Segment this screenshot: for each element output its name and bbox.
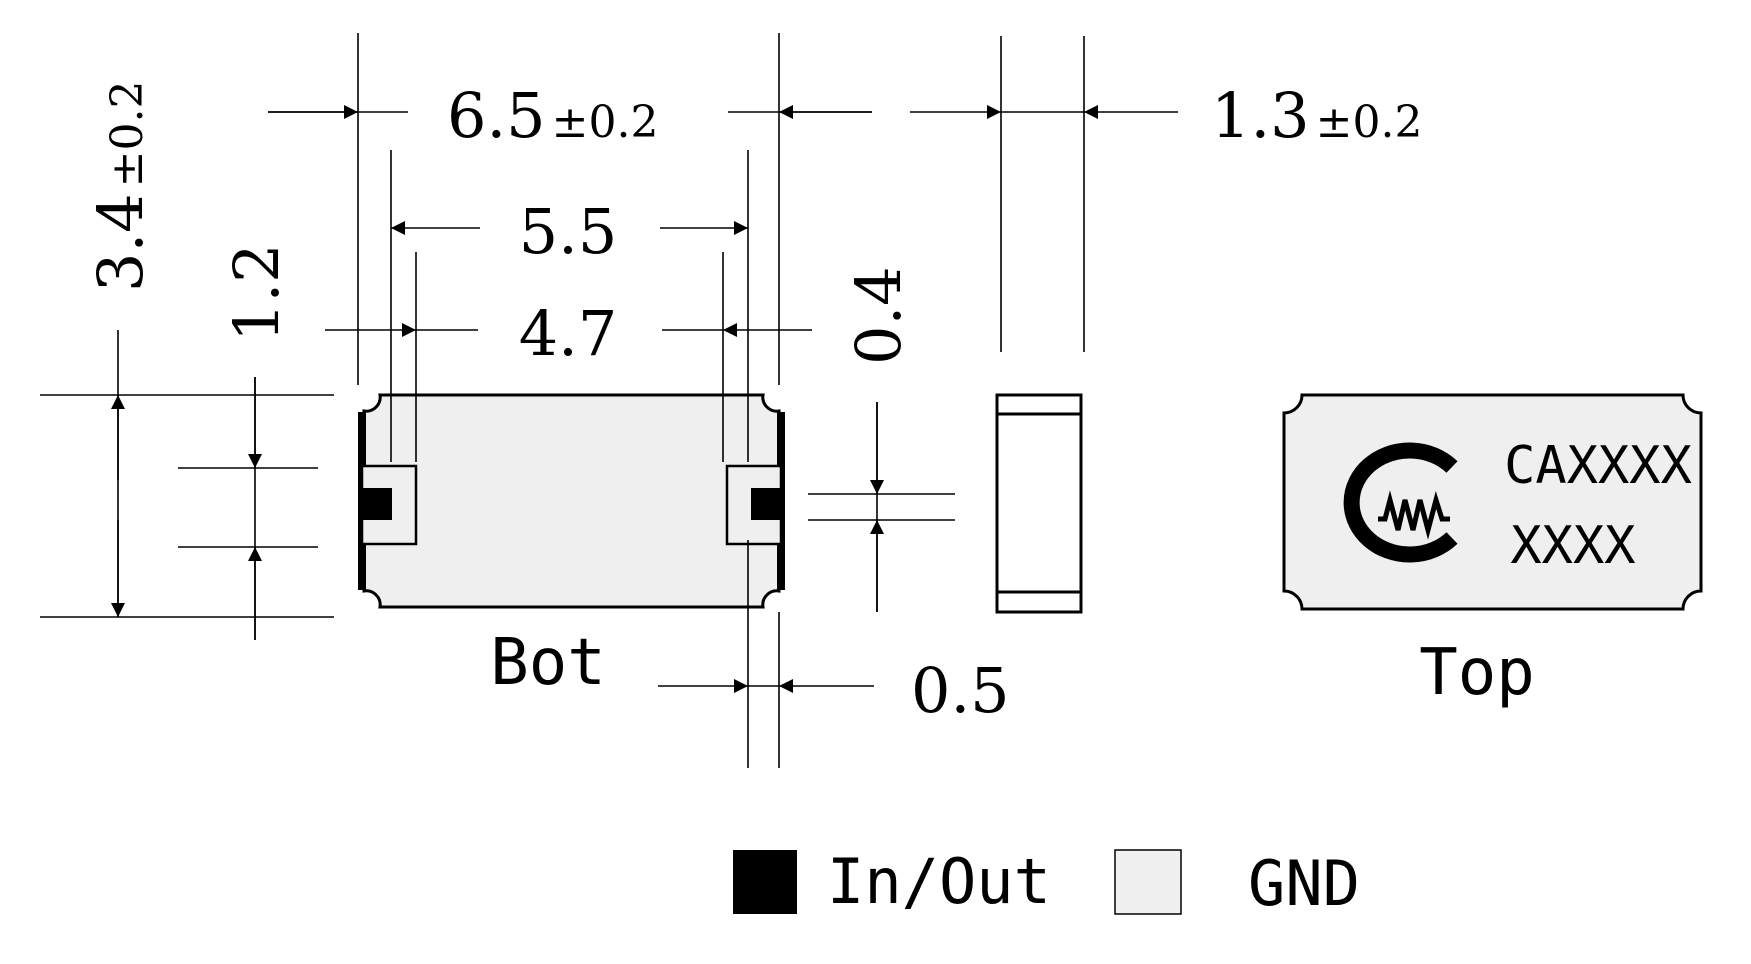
legend-gnd-label: GND <box>1248 847 1360 920</box>
top-view-label: Top <box>1419 636 1535 710</box>
legend: In/Out GND <box>733 845 1360 920</box>
legend-gnd-swatch <box>1114 849 1182 915</box>
dim-pad-width: 1.2 <box>220 243 293 342</box>
side-view <box>995 393 1083 614</box>
dimension-arrows <box>111 105 1178 693</box>
left-io-pad <box>362 488 392 520</box>
extension-lines <box>40 33 1085 768</box>
dim-height-tol: ±0.2 <box>1316 97 1423 148</box>
side-view-body <box>995 393 1083 614</box>
bottom-view <box>358 393 785 609</box>
dim-length-value: 6.5 <box>447 79 546 152</box>
bottom-view-body <box>362 393 781 609</box>
dim-length: 6.5±0.2 <box>447 79 658 152</box>
marking-line-2: XXXX <box>1510 516 1635 576</box>
right-io-pad <box>751 488 781 520</box>
dim-height: 1.3±0.2 <box>1211 79 1422 152</box>
dim-width: 3.4±0.2 <box>84 81 157 292</box>
marking-line-1: CAXXXX <box>1504 436 1692 496</box>
dim-height-value: 1.3 <box>1211 79 1310 152</box>
dim-length-tol: ±0.2 <box>552 97 659 148</box>
legend-io-swatch <box>733 850 797 914</box>
legend-io-label: In/Out <box>827 845 1051 918</box>
dim-pad-length: 0.5 <box>911 654 1010 727</box>
dim-gap: 0.4 <box>842 266 915 365</box>
bottom-view-label: Bot <box>490 626 606 700</box>
dim-pad-inner: 4.7 <box>519 297 618 370</box>
top-view: CAXXXX XXXX <box>1282 393 1703 611</box>
dim-width-tol: ±0.2 <box>102 81 153 188</box>
cmw-logo-icon <box>1343 442 1458 563</box>
dim-width-value: 3.4 <box>84 193 157 292</box>
dim-pad-outer: 5.5 <box>519 195 618 268</box>
